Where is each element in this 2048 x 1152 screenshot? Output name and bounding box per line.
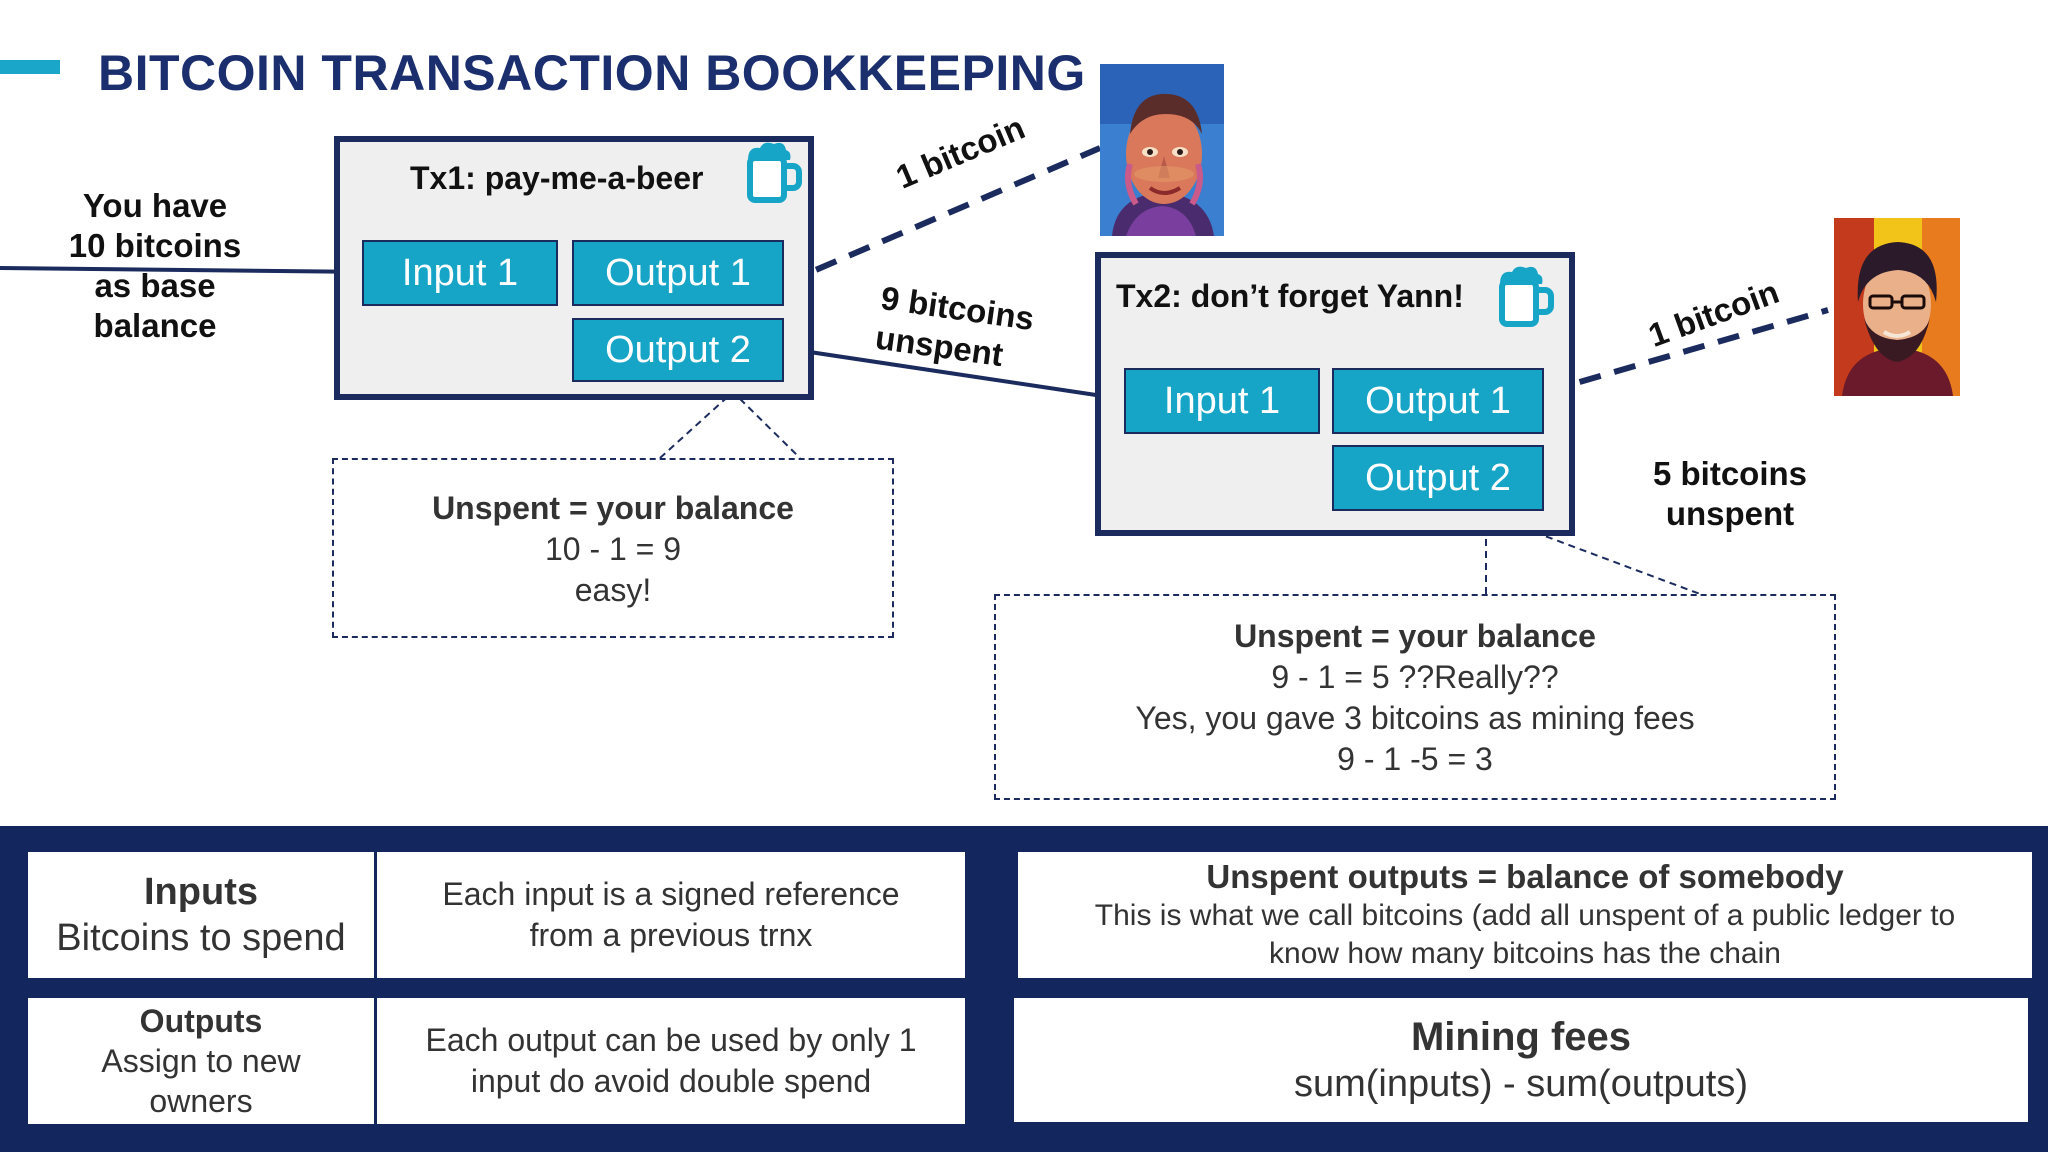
unspent-title: Unspent outputs = balance of somebody bbox=[1206, 858, 1844, 895]
tx2-output2-amount-line-1: 5 bitcoins bbox=[1652, 455, 1808, 492]
base-balance-line-4: balance bbox=[93, 307, 217, 344]
unspent-desc-line-1: This is what we call bitcoins (add all u… bbox=[1094, 899, 1956, 932]
tx1-title: Tx1: pay-me-a-beer bbox=[410, 160, 704, 196]
callout-tx1-balance: Unspent = your balance 10 - 1 = 9 easy! bbox=[332, 458, 894, 638]
outputs-desc-line-1: Each output can be used by only 1 bbox=[425, 1022, 917, 1058]
yann-portrait-image bbox=[1834, 218, 1960, 396]
tx1-output1-to-recipient-line bbox=[781, 145, 1102, 287]
outputs-cell: Outputs Assign to new owners bbox=[28, 998, 374, 1124]
tx2-output-2[interactable]: Output 2 bbox=[1332, 445, 1544, 511]
accent-bar bbox=[0, 60, 60, 74]
callout1-line-1: 10 - 1 = 9 bbox=[544, 531, 682, 567]
inputs-cell: Inputs Bitcoins to spend bbox=[28, 852, 374, 978]
outputs-subtitle-line-1: Assign to new bbox=[101, 1043, 301, 1079]
unspent-outputs-cell: Unspent outputs = balance of somebody Th… bbox=[1018, 852, 2032, 978]
inputs-title: Inputs bbox=[144, 871, 258, 913]
tx2-output-1[interactable]: Output 1 bbox=[1332, 368, 1544, 434]
tx1-output-1[interactable]: Output 1 bbox=[572, 240, 784, 306]
outputs-title: Outputs bbox=[139, 1003, 263, 1039]
tx2-input-1[interactable]: Input 1 bbox=[1124, 368, 1320, 434]
tx2-output2-amount-line-2: unspent bbox=[1665, 495, 1795, 532]
tx2-output2-amount-label: 5 bitcoins unspent bbox=[1630, 454, 1830, 534]
callout2-line-3: 9 - 1 -5 = 3 bbox=[1337, 741, 1493, 777]
recipient-portrait-image bbox=[1100, 64, 1224, 236]
callout2-pointer bbox=[1485, 512, 1701, 595]
mining-fees-cell: Mining fees sum(inputs) - sum(outputs) bbox=[1014, 998, 2028, 1122]
mining-fees-title: Mining fees bbox=[1410, 1015, 1632, 1059]
base-balance-line-3: as base bbox=[94, 267, 216, 304]
callout1-heading: Unspent = your balance bbox=[432, 490, 794, 526]
outputs-desc-line-2: input do avoid double spend bbox=[470, 1063, 872, 1099]
base-balance-line bbox=[0, 266, 373, 274]
tx1-output2-to-tx2-line bbox=[782, 346, 1097, 397]
outputs-subtitle-line-2: owners bbox=[149, 1083, 253, 1119]
inputs-subtitle: Bitcoins to spend bbox=[56, 917, 346, 959]
inputs-description-cell: Each input is a signed reference from a … bbox=[377, 852, 965, 978]
slide-title: BITCOIN TRANSACTION BOOKKEEPING bbox=[98, 45, 1086, 101]
base-balance-label: You have 10 bitcoins as base balance bbox=[58, 186, 252, 346]
callout2-heading: Unspent = your balance bbox=[1234, 618, 1596, 654]
callout-tx2-balance: Unspent = your balance 9 - 1 = 5 ??Reall… bbox=[994, 594, 1836, 800]
tx2-title: Tx2: don’t forget Yann! bbox=[1116, 278, 1464, 314]
base-balance-line-2: 10 bitcoins bbox=[68, 227, 242, 264]
mining-fees-formula: sum(inputs) - sum(outputs) bbox=[1293, 1063, 1748, 1105]
beer-mug-icon bbox=[747, 142, 802, 203]
callout1-pointer bbox=[659, 390, 801, 459]
beer-mug-icon bbox=[1499, 266, 1554, 327]
tx2-output1-to-yann-line bbox=[1544, 307, 1829, 395]
base-balance-line-1: You have bbox=[82, 187, 228, 224]
inputs-desc-line-1: Each input is a signed reference bbox=[442, 876, 900, 912]
callout1-line-2: easy! bbox=[574, 572, 652, 608]
tx1-input-1[interactable]: Input 1 bbox=[362, 240, 558, 306]
callout2-line-1: 9 - 1 = 5 ??Really?? bbox=[1271, 659, 1559, 695]
outputs-description-cell: Each output can be used by only 1 input … bbox=[377, 998, 965, 1124]
unspent-desc-line-2: know how many bitcoins has the chain bbox=[1269, 937, 1781, 970]
callout2-line-2: Yes, you gave 3 bitcoins as mining fees bbox=[1135, 700, 1695, 736]
inputs-desc-line-2: from a previous trnx bbox=[529, 917, 813, 953]
tx1-output-2[interactable]: Output 2 bbox=[572, 318, 784, 382]
